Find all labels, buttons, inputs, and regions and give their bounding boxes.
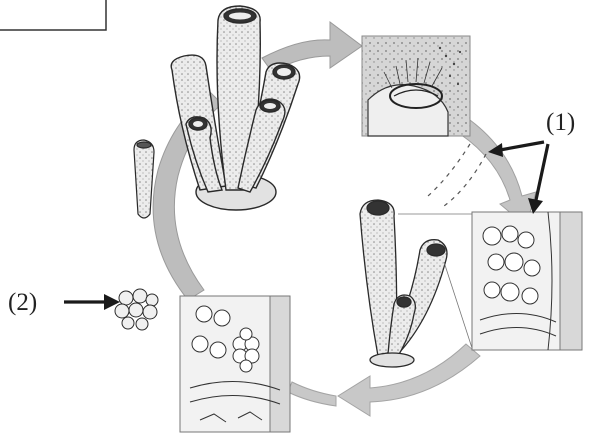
fertilization-panel — [472, 212, 582, 350]
osculum — [277, 68, 291, 76]
embryo-development-panel — [180, 296, 290, 432]
osculum — [193, 121, 203, 127]
osculum — [229, 13, 251, 20]
released-embryo-cluster — [115, 289, 158, 330]
sperm-release-panel — [362, 36, 470, 136]
label-2: (2) — [8, 289, 37, 316]
label-1: (1) — [546, 109, 575, 136]
osculum — [264, 103, 276, 109]
frame-edge — [0, 0, 106, 30]
sperm-trail — [428, 144, 486, 206]
free-swimming-larva — [134, 140, 154, 218]
cycle-arrow-bottom — [338, 344, 480, 416]
pointer-1-left — [500, 142, 544, 150]
juvenile-sponge-colony — [360, 200, 447, 367]
cycle-arrow-right — [460, 120, 536, 226]
cycle-arrow-bottom-left — [288, 382, 336, 406]
pointer-1-down — [536, 144, 548, 200]
adult-sponge-colony — [171, 6, 299, 210]
